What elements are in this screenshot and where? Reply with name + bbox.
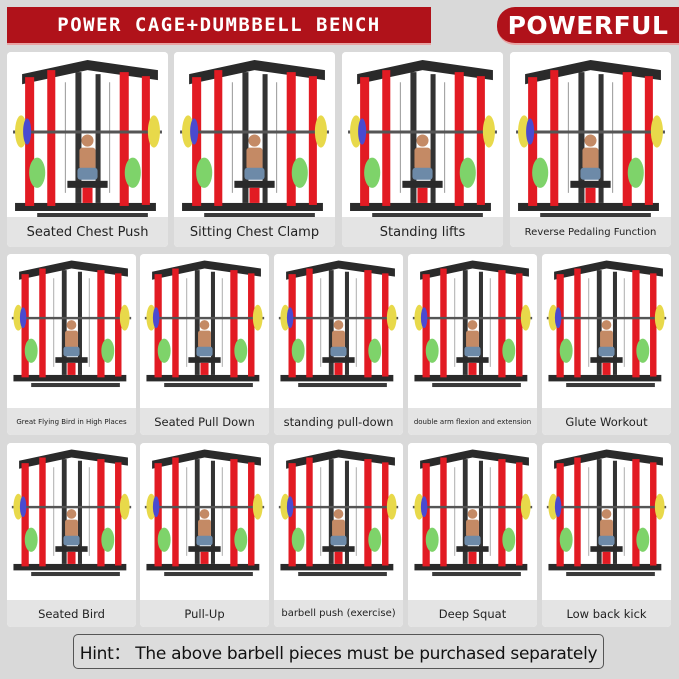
exercise-card-standing-pull-down: standing pull-down	[274, 254, 403, 435]
exercise-photo	[542, 443, 671, 600]
exercise-card-sitting-chest-clamp: Sitting Chest Clamp	[174, 52, 335, 247]
exercise-photo	[7, 254, 136, 408]
exercise-photo	[140, 443, 269, 600]
exercise-photo	[542, 254, 671, 408]
exercise-card-pull-up: Pull-Up	[140, 443, 269, 627]
exercise-caption: Seated Pull Down	[140, 408, 269, 435]
exercise-photo	[408, 254, 537, 408]
exercise-card-barbell-push: barbell push (exercise)	[274, 443, 403, 627]
exercise-photo	[510, 52, 671, 217]
exercise-caption: Standing lifts	[342, 217, 503, 247]
exercise-photo	[174, 52, 335, 217]
exercise-caption: double arm flexion and extension	[408, 408, 537, 435]
product-title: POWER CAGE+DUMBBELL BENCH	[57, 14, 381, 36]
exercise-photo	[274, 443, 403, 600]
exercise-photo	[7, 52, 168, 217]
exercise-caption: Pull-Up	[140, 600, 269, 627]
powerful-badge: POWERFUL	[497, 7, 679, 45]
exercise-photo	[342, 52, 503, 217]
exercise-caption: Reverse Pedaling Function	[510, 217, 671, 247]
exercise-caption: Great Flying Bird in High Places	[7, 408, 136, 435]
exercise-card-seated-pull-down: Seated Pull Down	[140, 254, 269, 435]
hint-box: Hint： The above barbell pieces must be p…	[73, 634, 604, 669]
exercise-caption: Seated Bird	[7, 600, 136, 627]
exercise-caption: Seated Chest Push	[7, 217, 168, 247]
exercise-card-low-back-kick: Low back kick	[542, 443, 671, 627]
exercise-caption: Glute Workout	[542, 408, 671, 435]
exercise-caption: standing pull-down	[274, 408, 403, 435]
exercise-card-flying-bird: Great Flying Bird in High Places	[7, 254, 136, 435]
exercise-card-seated-bird: Seated Bird	[7, 443, 136, 627]
exercise-card-glute-workout: Glute Workout	[542, 254, 671, 435]
exercise-caption: barbell push (exercise)	[274, 600, 403, 627]
exercise-photo	[7, 443, 136, 600]
exercise-caption: Deep Squat	[408, 600, 537, 627]
exercise-photo	[408, 443, 537, 600]
exercise-card-reverse-pedaling: Reverse Pedaling Function	[510, 52, 671, 247]
exercise-card-seated-chest-push: Seated Chest Push	[7, 52, 168, 247]
exercise-caption: Sitting Chest Clamp	[174, 217, 335, 247]
exercise-card-deep-squat: Deep Squat	[408, 443, 537, 627]
badge-label: POWERFUL	[507, 10, 669, 40]
exercise-card-double-arm-flexion: double arm flexion and extension	[408, 254, 537, 435]
exercise-caption: Low back kick	[542, 600, 671, 627]
exercise-card-standing-lifts: Standing lifts	[342, 52, 503, 247]
exercise-photo	[140, 254, 269, 408]
hint-text: Hint： The above barbell pieces must be p…	[79, 644, 598, 664]
exercise-photo	[274, 254, 403, 408]
product-title-banner: POWER CAGE+DUMBBELL BENCH	[7, 7, 431, 45]
